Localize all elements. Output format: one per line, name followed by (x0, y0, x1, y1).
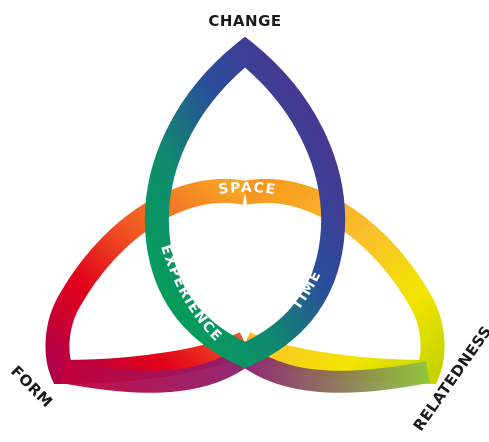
top-loop-band (144, 36, 346, 369)
space-label: SPACE (218, 180, 278, 198)
change-label: CHANGE (208, 12, 281, 30)
